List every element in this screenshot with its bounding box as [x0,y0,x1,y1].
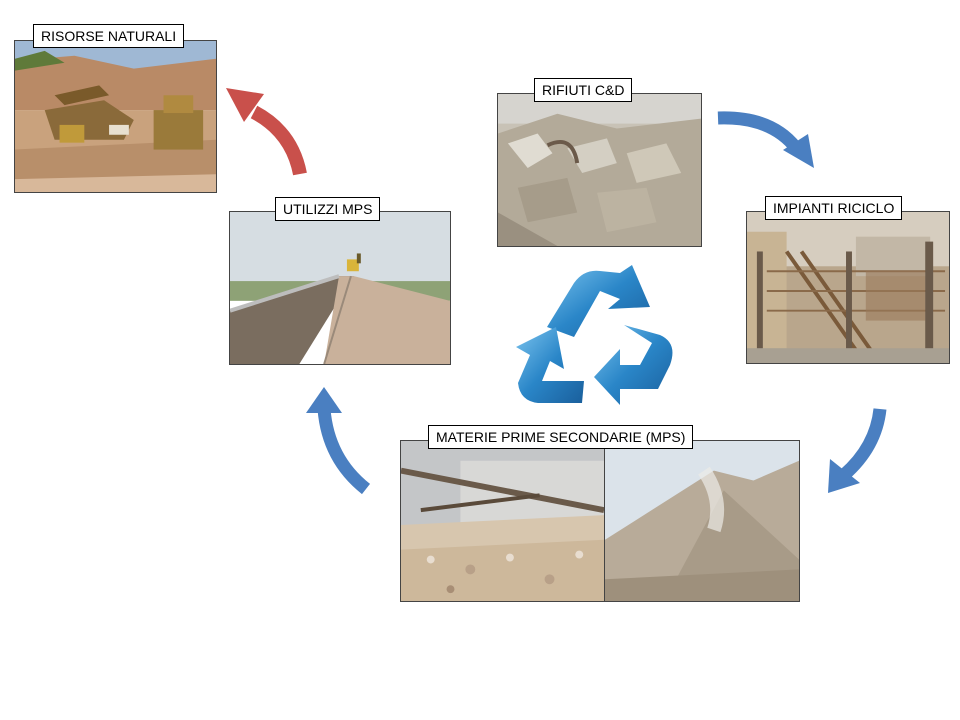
aggregate-pile-image [401,441,604,601]
road-image [230,212,450,364]
label-utilizzi-mps: UTILIZZI MPS [275,197,381,221]
photo-risorse-naturali [14,40,217,193]
photo-mps-right [604,440,800,602]
label-materie-prime-secondarie: MATERIE PRIME SECONDARIE (MPS) [428,425,694,449]
arrow-mps-to-utilizzi [300,385,374,497]
photo-impianti-riciclo [746,211,950,364]
label-risorse-naturali: RISORSE NATURALI [33,24,185,48]
label-rifiuti-cd: RIFIUTI C&D [534,78,633,102]
gravel-pile-image [605,441,799,601]
photo-rifiuti-cd [497,93,702,247]
recycle-icon [512,265,677,420]
photo-mps-left [400,440,605,602]
arrow-impianti-to-mps [822,405,892,497]
photo-utilizzi-mps [229,211,451,365]
rubble-image [498,94,701,246]
quarry-image [15,41,216,192]
label-impianti-riciclo: IMPIANTI RICICLO [765,196,903,220]
plant-image [747,212,949,363]
arrow-rifiuti-to-impianti [716,110,821,172]
arrow-utilizzi-to-risorse [222,82,310,178]
